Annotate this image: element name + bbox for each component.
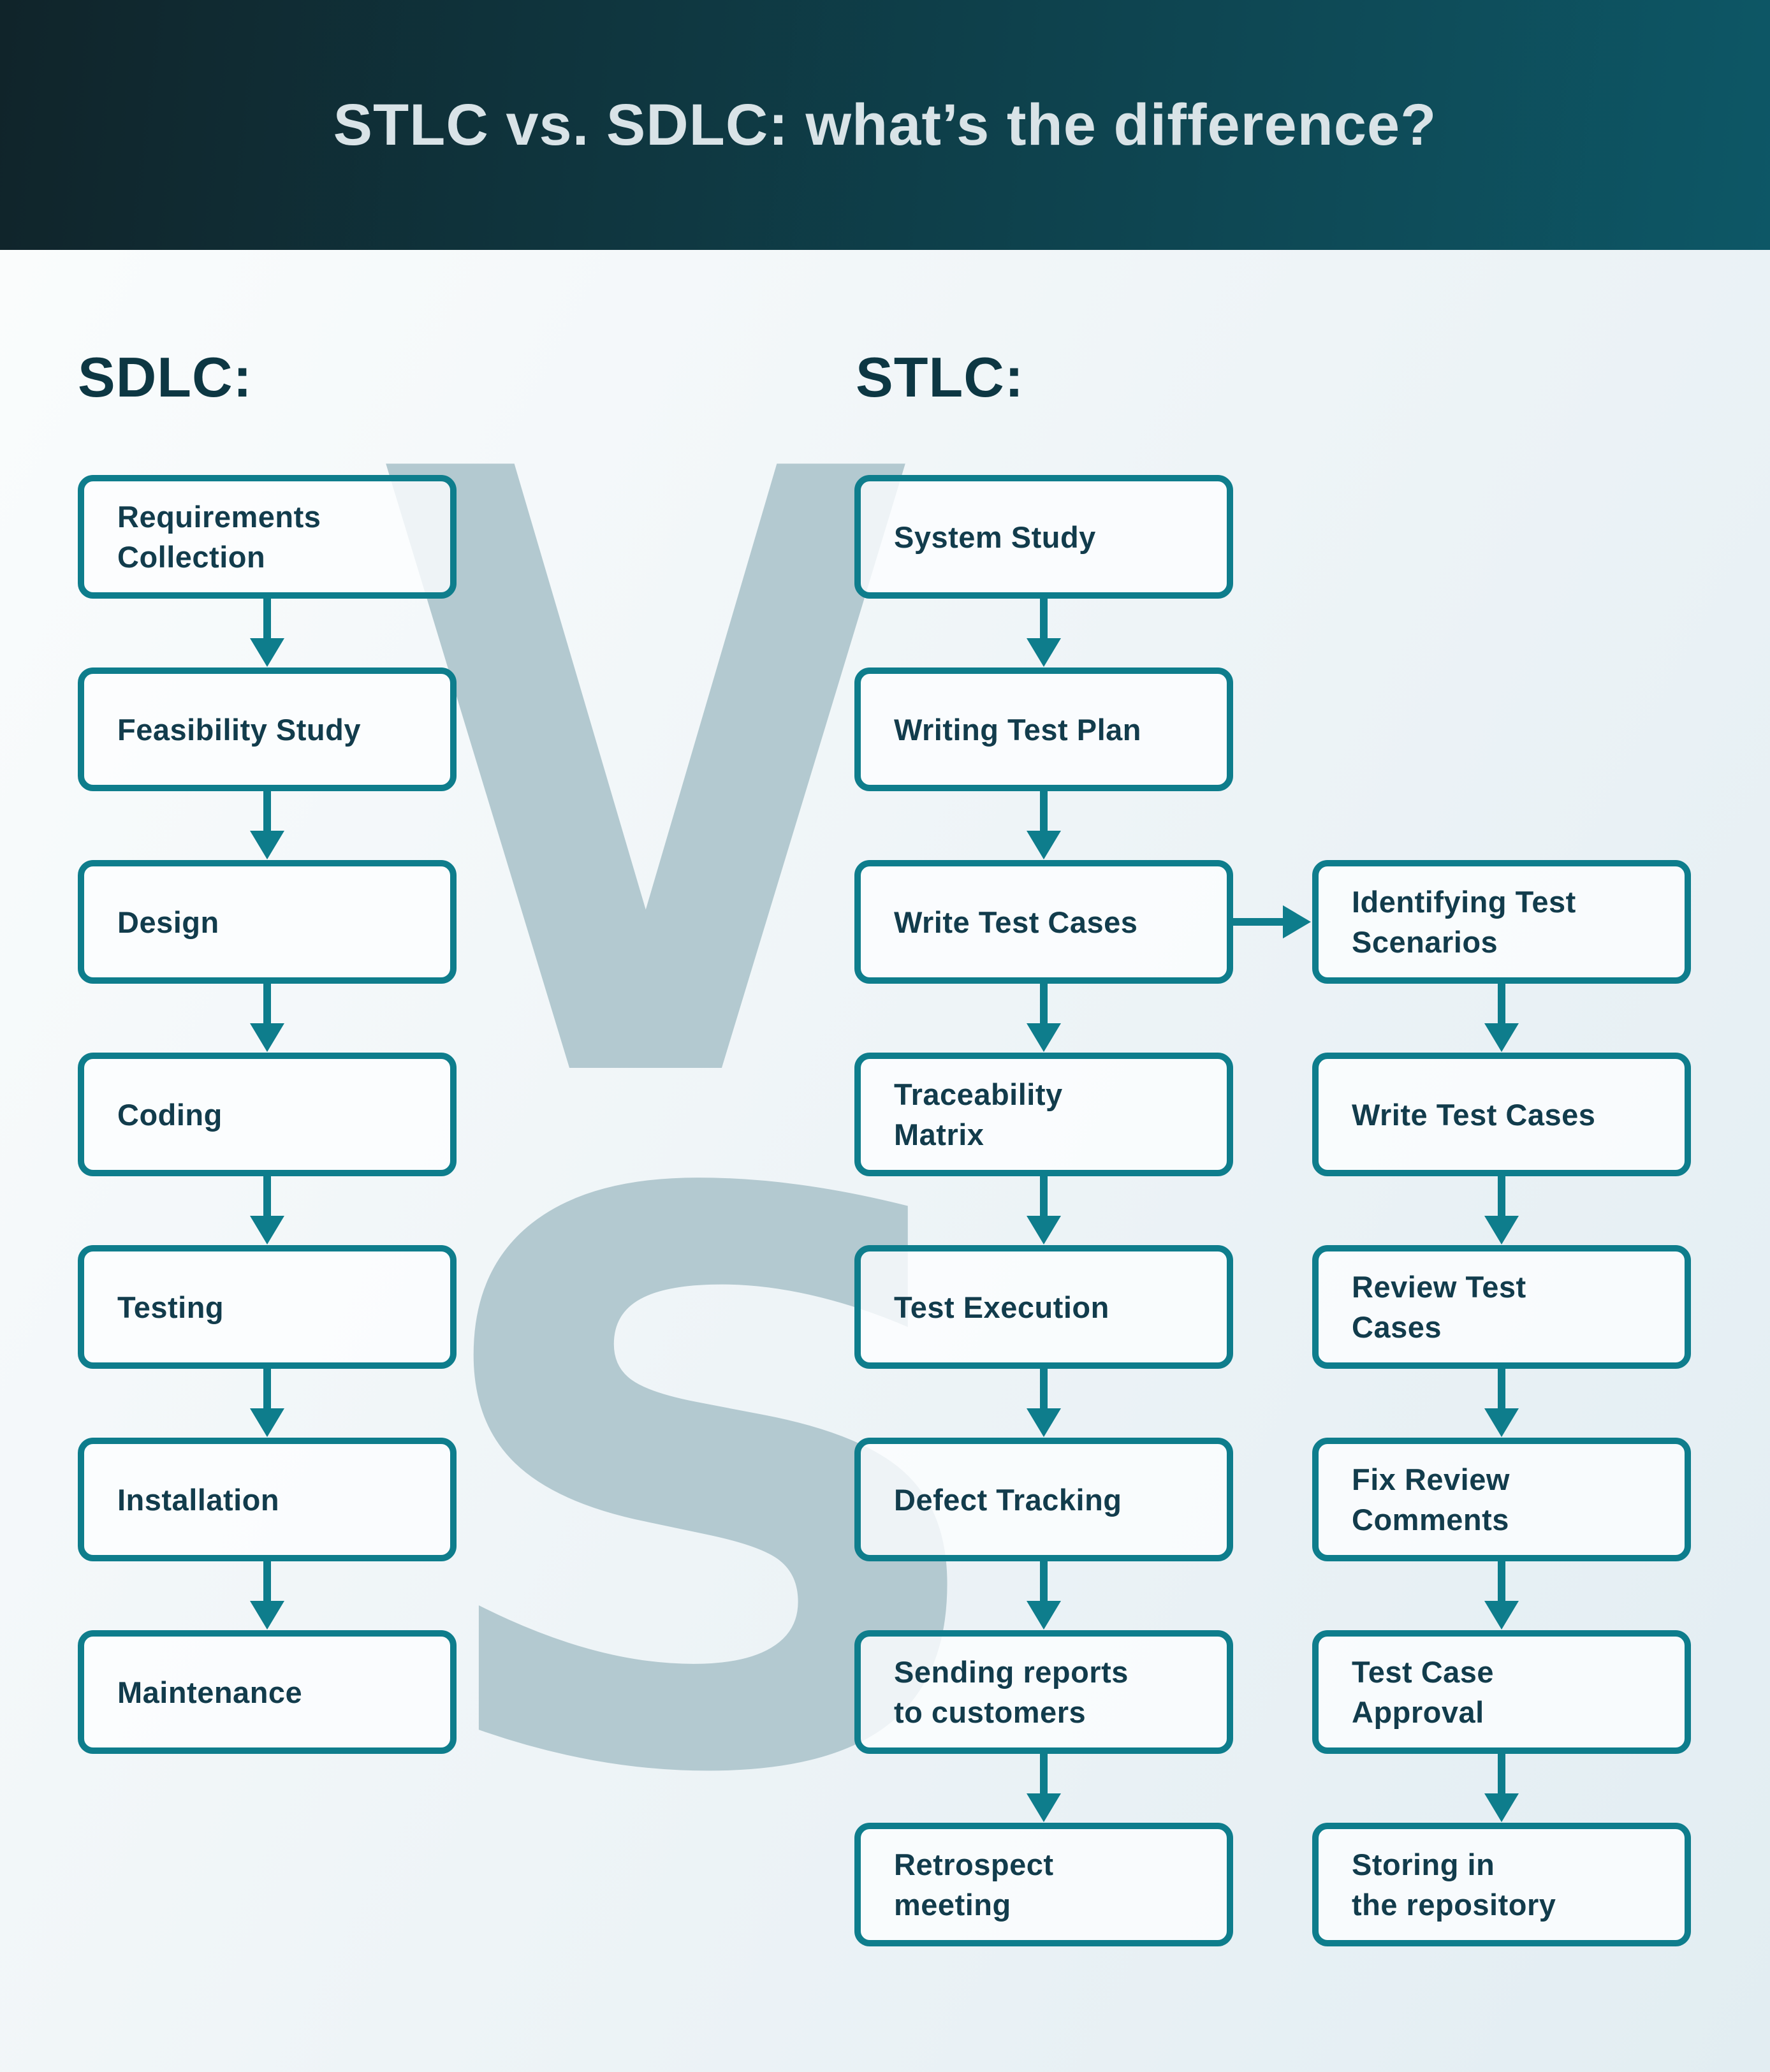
- stlc-heading: STLC:: [856, 346, 1025, 409]
- stlc-step-writing-test-plan: Writing Test Plan: [854, 668, 1233, 791]
- arrow-down-icon: [1040, 1754, 1048, 1793]
- arrow-down-icon: [1040, 599, 1048, 638]
- stlc-step-sending-reports: Sending reports to customers: [854, 1630, 1233, 1754]
- step-label: Write Test Cases: [894, 905, 1138, 939]
- sdlc-step-maintenance: Maintenance: [78, 1630, 457, 1754]
- step-label: Testing: [117, 1290, 224, 1324]
- step-label: Sending reports to customers: [894, 1655, 1129, 1729]
- step-label: Identifying Test Scenarios: [1352, 885, 1576, 959]
- arrow-down-icon: [1040, 1176, 1048, 1216]
- stlc-step-retrospect-meeting: Retrospect meeting: [854, 1823, 1233, 1946]
- arrow-down-icon: [263, 1176, 271, 1216]
- step-label: Test Case Approval: [1352, 1655, 1495, 1729]
- sdlc-step-testing: Testing: [78, 1245, 457, 1369]
- page-title: STLC vs. SDLC: what’s the difference?: [333, 92, 1437, 157]
- arrow-down-icon: [263, 791, 271, 831]
- arrow-down-icon: [263, 1369, 271, 1408]
- step-label: Review Test Cases: [1352, 1270, 1526, 1344]
- header-band: STLC vs. SDLC: what’s the difference?: [0, 0, 1770, 250]
- step-label: Coding: [117, 1097, 223, 1132]
- step-label: Design: [117, 905, 219, 939]
- arrow-down-icon: [1040, 791, 1048, 831]
- step-label: Installation: [117, 1482, 280, 1517]
- step-label: Maintenance: [117, 1675, 303, 1709]
- arrow-down-icon: [1498, 1176, 1505, 1216]
- arrow-down-icon: [263, 1561, 271, 1601]
- step-label: Retrospect meeting: [894, 1848, 1054, 1922]
- step-label: Defect Tracking: [894, 1482, 1122, 1517]
- step-label: Write Test Cases: [1352, 1097, 1596, 1132]
- stlc-step-test-execution: Test Execution: [854, 1245, 1233, 1369]
- step-label: Requirements Collection: [117, 500, 321, 574]
- arrow-down-icon: [1040, 1561, 1048, 1601]
- sdlc-step-coding: Coding: [78, 1053, 457, 1176]
- step-label: Writing Test Plan: [894, 712, 1142, 747]
- stlc-step-system-study: System Study: [854, 475, 1233, 599]
- stlc-substep-test-case-approval: Test Case Approval: [1312, 1630, 1691, 1754]
- step-label: Fix Review Comments: [1352, 1463, 1510, 1536]
- arrow-down-icon: [263, 984, 271, 1023]
- step-label: Feasibility Study: [117, 712, 361, 747]
- arrow-down-icon: [1498, 984, 1505, 1023]
- stlc-substep-write-test-cases: Write Test Cases: [1312, 1053, 1691, 1176]
- arrow-down-icon: [1040, 984, 1048, 1023]
- step-label: Storing in the repository: [1352, 1848, 1556, 1922]
- stlc-step-traceability-matrix: Traceability Matrix: [854, 1053, 1233, 1176]
- sdlc-step-feasibility-study: Feasibility Study: [78, 668, 457, 791]
- step-label: System Study: [894, 520, 1096, 554]
- watermark-letter-v: V: [383, 298, 909, 1264]
- sdlc-step-design: Design: [78, 860, 457, 984]
- arrow-down-icon: [1498, 1369, 1505, 1408]
- sdlc-heading: SDLC:: [78, 346, 252, 409]
- arrow-down-icon: [1498, 1561, 1505, 1601]
- sdlc-step-requirements-collection: Requirements Collection: [78, 475, 457, 599]
- stlc-step-defect-tracking: Defect Tracking: [854, 1438, 1233, 1561]
- stlc-substep-identifying-test-scenarios: Identifying Test Scenarios: [1312, 860, 1691, 984]
- arrow-down-icon: [1498, 1754, 1505, 1793]
- step-label: Traceability Matrix: [894, 1077, 1063, 1151]
- stlc-substep-storing-in-repository: Storing in the repository: [1312, 1823, 1691, 1946]
- arrow-down-icon: [1040, 1369, 1048, 1408]
- step-label: Test Execution: [894, 1290, 1109, 1324]
- sdlc-step-installation: Installation: [78, 1438, 457, 1561]
- stlc-substep-review-test-cases: Review Test Cases: [1312, 1245, 1691, 1369]
- stlc-substep-fix-review-comments: Fix Review Comments: [1312, 1438, 1691, 1561]
- arrow-down-icon: [263, 599, 271, 638]
- stlc-step-write-test-cases: Write Test Cases: [854, 860, 1233, 984]
- arrow-right-icon: [1233, 918, 1283, 926]
